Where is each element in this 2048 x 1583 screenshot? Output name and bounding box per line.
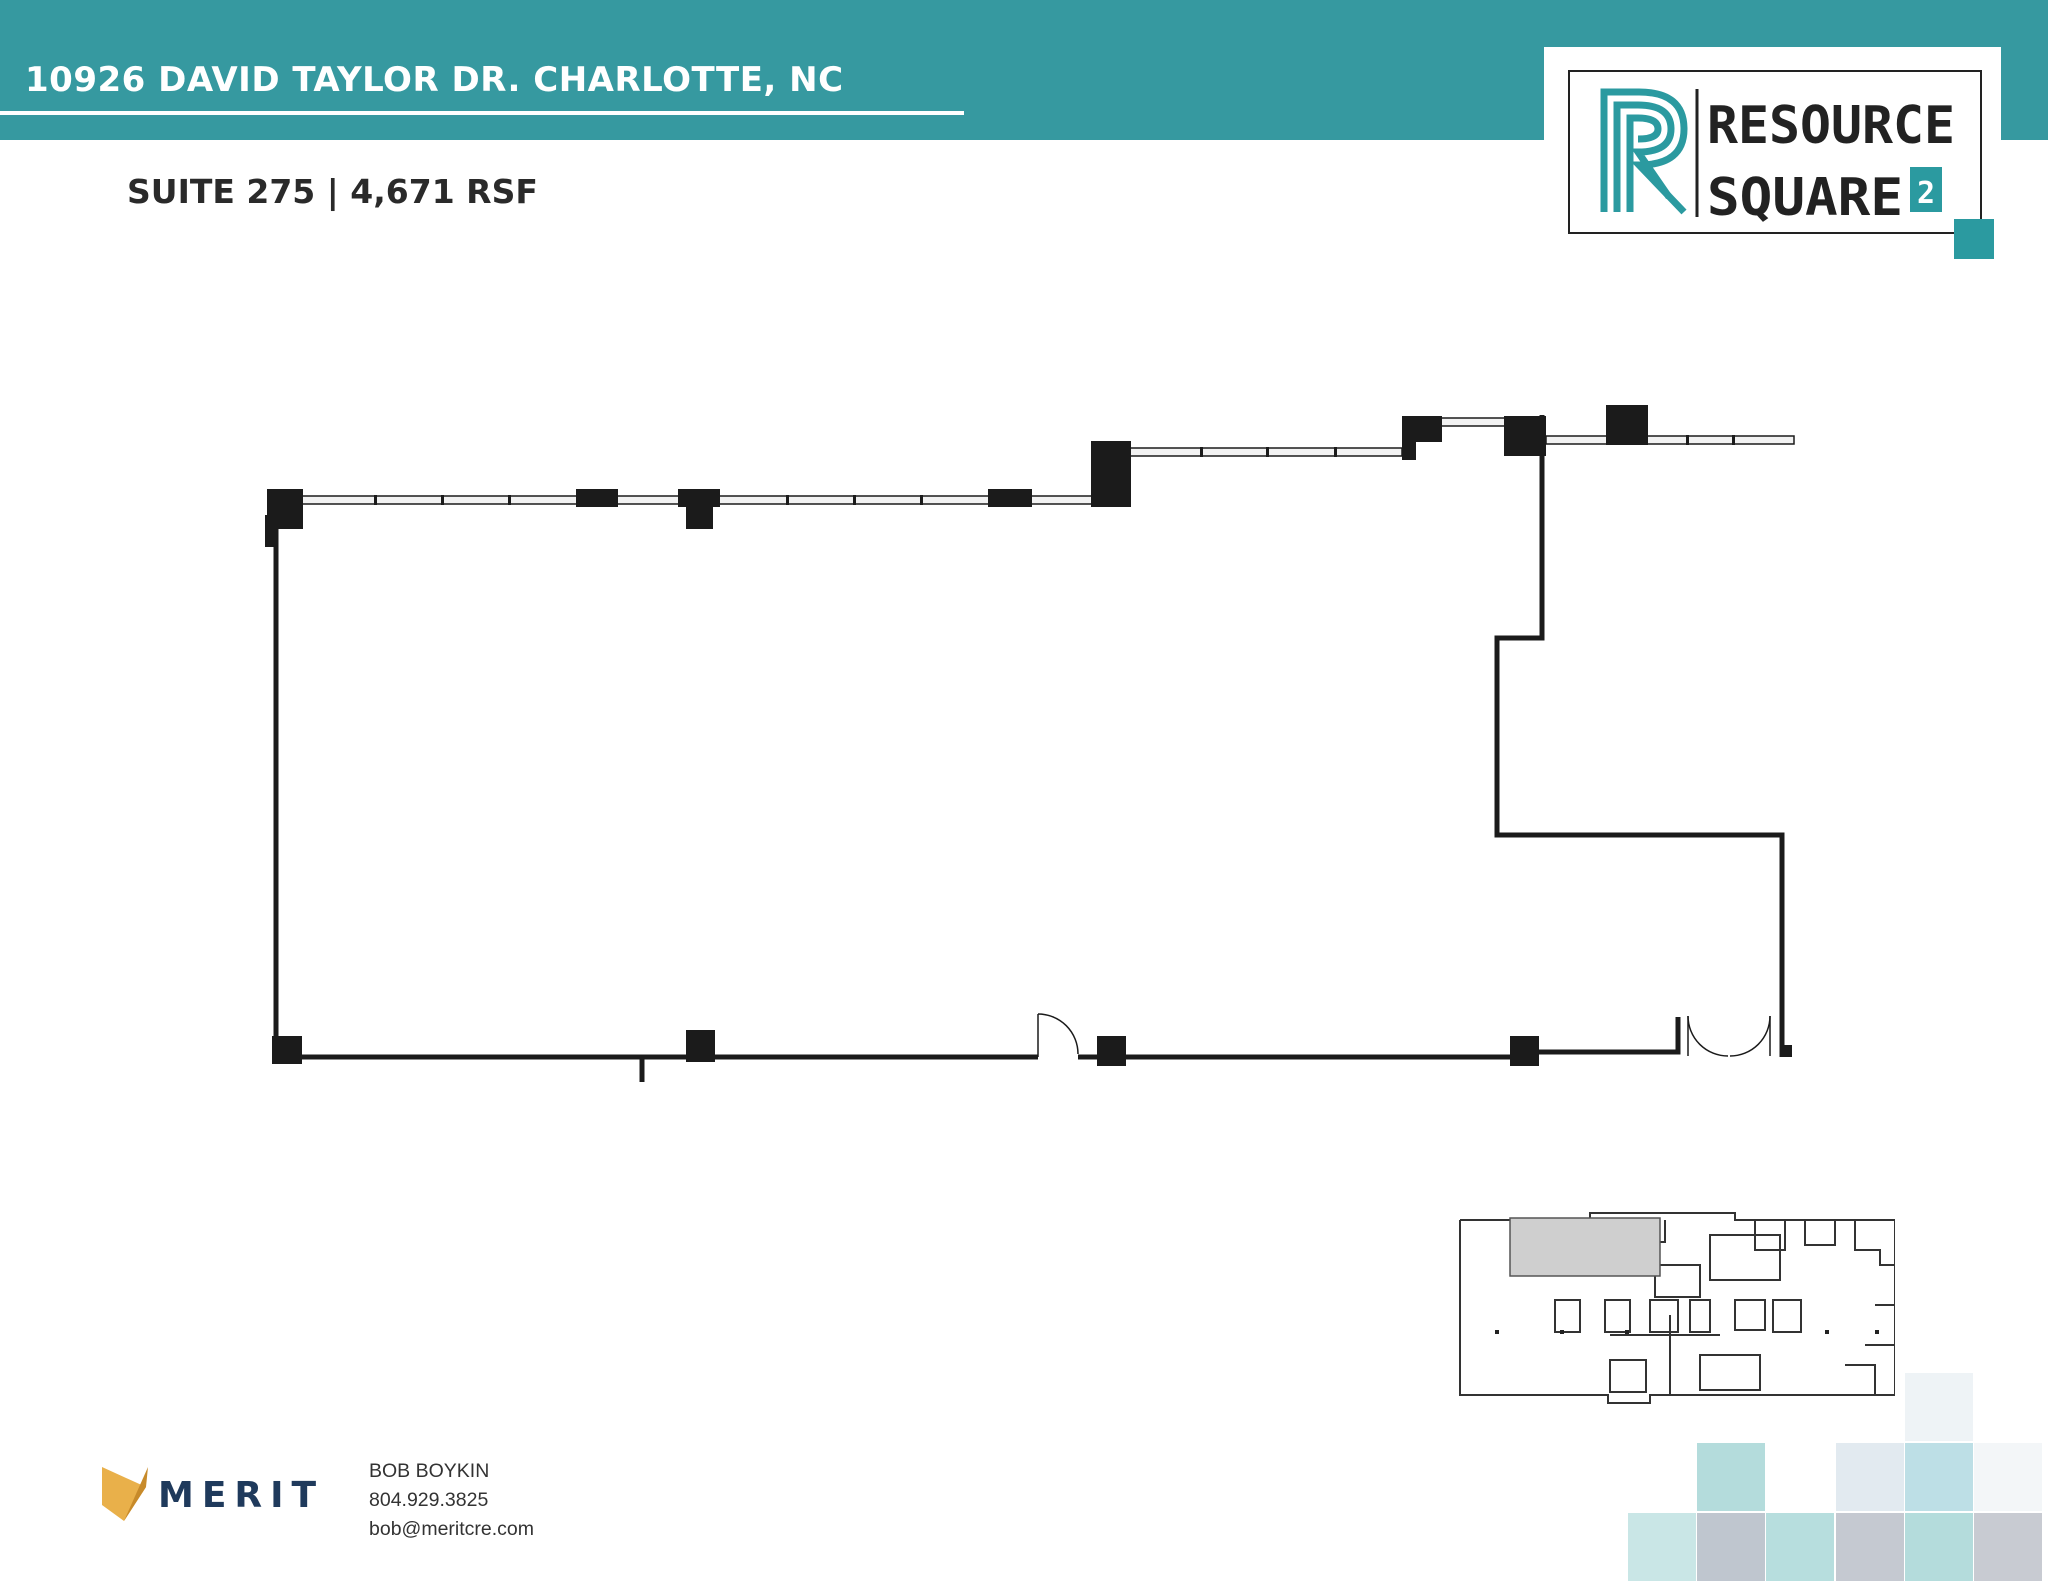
broker-name: BOB BOYKIN (369, 1460, 490, 1482)
logo-word-resource: RESOURCE (1707, 96, 1955, 156)
r-monogram-icon (1600, 88, 1688, 215)
property-address: 10926 DAVID TAYLOR DR. CHARLOTTE, NC (25, 60, 844, 100)
window-mullions (374, 435, 1735, 505)
interior-walls (273, 415, 1785, 1082)
resource-square-logo: RESOURCE SQUARE 2 (1568, 70, 1994, 259)
header-underline (0, 111, 964, 115)
structural-columns (265, 405, 1792, 1066)
merit-chevron-icon (102, 1467, 146, 1521)
broker-phone[interactable]: 804.929.3825 (369, 1489, 489, 1511)
suite-title: SUITE 275 | 4,671 RSF (127, 172, 538, 211)
logo-number: 2 (1917, 176, 1935, 211)
merit-wordmark: MERIT (158, 1475, 324, 1516)
logo-word-square: SQUARE (1707, 168, 1903, 228)
resource-square-logo-panel: RESOURCE SQUARE 2 (1544, 47, 2001, 259)
building-key-plan (1459, 1212, 1895, 1404)
broker-email[interactable]: bob@meritcre.com (369, 1518, 535, 1540)
door-swings (1037, 1013, 1771, 1057)
merit-logo: MERIT (102, 1467, 324, 1521)
decorative-tile-mosaic (1628, 1373, 2042, 1581)
window-wall (301, 417, 1795, 505)
suite-highlight (1509, 1217, 1661, 1277)
broker-contact: BOB BOYKIN 804.929.3825 bob@meritcre.com (369, 1457, 534, 1544)
